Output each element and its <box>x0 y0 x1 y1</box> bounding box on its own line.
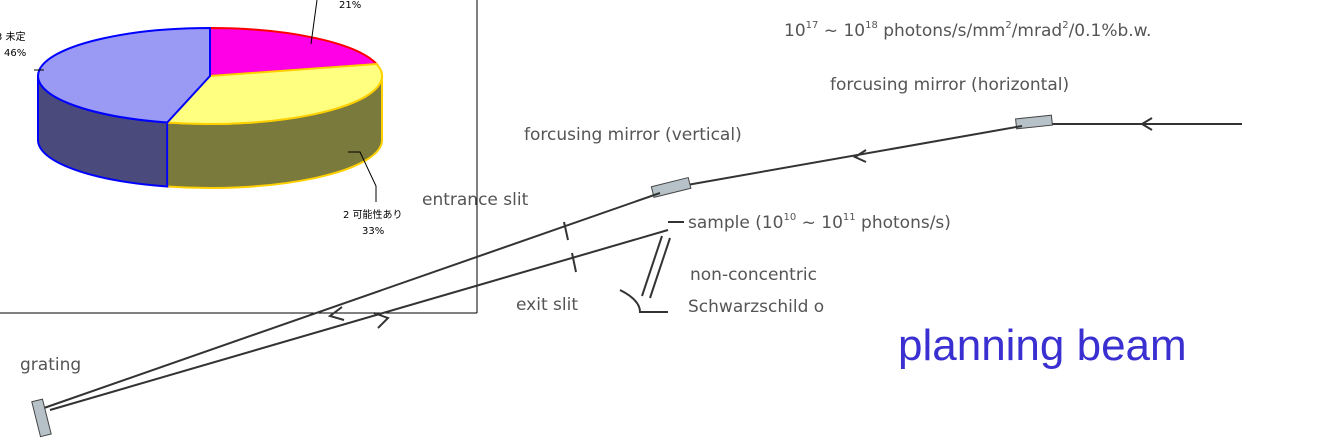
beam-arrow-4 <box>373 312 390 329</box>
beam-arrow-2 <box>852 149 867 163</box>
pie-chart: 21% 3 未定 46% 2 可能性あり 33% <box>0 0 403 237</box>
grating-icon <box>31 398 52 438</box>
slice-3-percent: 46% <box>4 48 26 59</box>
slice-1-percent: 21% <box>339 0 361 11</box>
exit-slit-mark <box>571 252 577 273</box>
pie-slice-2 <box>165 63 383 125</box>
non-concentric-label: non-concentric <box>690 265 817 285</box>
beam-segment-3 <box>43 192 661 409</box>
focusing-mirror-vertical-icon <box>650 176 692 199</box>
leader-line-slice-2 <box>348 151 377 202</box>
schwarzschild-primary <box>619 289 668 313</box>
beamline-diagram: 1017 ~ 1018 photons/s/mm2/mrad2/0.1%b.w.… <box>20 20 1242 438</box>
beam-arrow-3 <box>327 306 345 321</box>
pie-tops <box>37 26 383 125</box>
grating-label: grating <box>20 355 81 375</box>
title-backdrop <box>880 292 1328 382</box>
entrance-slit-label: entrance slit <box>422 190 529 210</box>
overlay-title: planning beam <box>898 321 1187 370</box>
schwarzschild-mirror-1 <box>641 235 663 297</box>
sample-label: sample (1010 ~ 1011 photons/s) <box>688 212 951 233</box>
focusing-mirror-horizontal-icon <box>1015 114 1053 130</box>
slice-2-percent: 33% <box>362 226 384 237</box>
beam-segment-2 <box>669 125 1023 189</box>
beam-segment-4 <box>49 229 669 411</box>
beam-arrow-1 <box>1140 117 1153 131</box>
schwarzschild-label: Schwarzschild o <box>688 297 824 317</box>
slice-3-label: 3 未定 <box>0 30 26 43</box>
leader-line-slice-1 <box>310 0 318 45</box>
pie-slice-1 <box>209 26 379 78</box>
focusing-mirror-vertical-label: forcusing mirror (vertical) <box>524 125 742 145</box>
focusing-mirror-horizontal-label: forcusing mirror (horizontal) <box>830 75 1069 95</box>
pie-chart-frame <box>0 0 478 314</box>
exit-slit-label: exit slit <box>516 295 578 315</box>
schwarzschild-mirror-2 <box>649 237 671 299</box>
flux-label: 1017 ~ 1018 photons/s/mm2/mrad2/0.1%b.w. <box>784 20 1151 41</box>
slice-2-label: 2 可能性あり <box>343 208 403 221</box>
entrance-slit-mark <box>563 221 569 241</box>
